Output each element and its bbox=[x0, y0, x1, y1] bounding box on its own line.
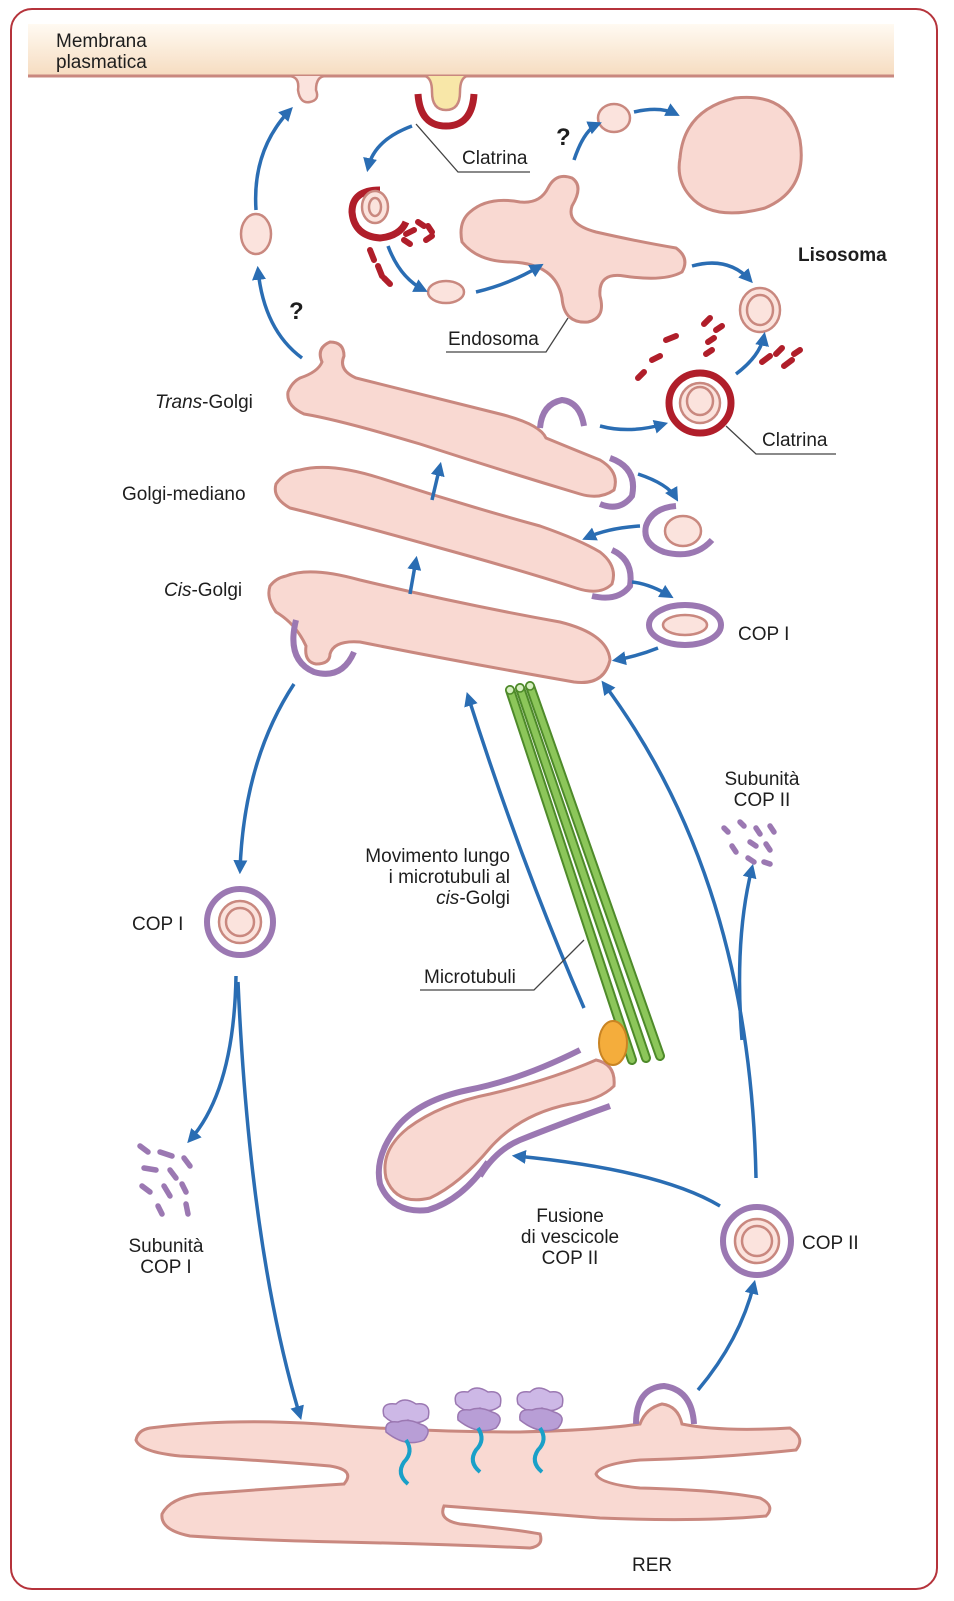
microtubules bbox=[505, 681, 665, 1065]
cop2-vesicle-right bbox=[720, 1204, 794, 1278]
ribosomes bbox=[382, 1387, 564, 1486]
membrane-label-line2: plasmatica bbox=[56, 52, 147, 73]
cop1-subunits bbox=[137, 1143, 193, 1217]
plasma-membrane bbox=[28, 24, 894, 130]
trans-golgi bbox=[286, 340, 636, 510]
membrane-label-line1: Membrana bbox=[56, 31, 147, 52]
clathrin-label-top: Clatrina bbox=[462, 148, 528, 169]
trans-golgi-label: Trans-Golgi bbox=[155, 392, 253, 413]
transport-vesicles bbox=[239, 102, 782, 334]
cop1-vesicle-left bbox=[204, 886, 276, 958]
clathrin-fragments bbox=[367, 219, 803, 381]
cop1-subunits-label-line2: COP I bbox=[140, 1257, 191, 1278]
microtubules-label: Microtubuli bbox=[424, 967, 516, 988]
question-mark-2: ? bbox=[556, 124, 571, 151]
clathrin-label-mid: Clatrina bbox=[762, 430, 828, 451]
rer-label: RER bbox=[632, 1555, 672, 1576]
question-mark-1: ? bbox=[289, 298, 304, 325]
cop2-subunits-label-line2: COP II bbox=[734, 790, 791, 811]
fusion-label-line1: Fusione bbox=[536, 1206, 604, 1227]
ribosome bbox=[454, 1387, 502, 1474]
clathrin-vesicles bbox=[348, 186, 735, 437]
lysosome-label: Lisosoma bbox=[798, 245, 887, 266]
endosome bbox=[459, 174, 687, 324]
leader-lines bbox=[415, 123, 836, 991]
cop2-subunits bbox=[721, 819, 777, 867]
cop1-label-left: COP I bbox=[132, 914, 183, 935]
lysosome bbox=[677, 95, 803, 215]
movement-label-line2: i microtubuli al bbox=[389, 867, 510, 888]
fusion-label-line2: di vescicole bbox=[521, 1227, 619, 1248]
fusion-label-line3: COP II bbox=[542, 1248, 599, 1269]
endosome-label: Endosoma bbox=[448, 329, 539, 350]
cop2-subunits-label-line1: Subunità bbox=[724, 769, 799, 790]
vesicular-tubular-cluster bbox=[375, 1020, 628, 1214]
rough-er bbox=[134, 1382, 802, 1550]
arrows bbox=[187, 103, 769, 1421]
movement-label-line1: Movimento lungo bbox=[365, 846, 510, 867]
cop2-label-right: COP II bbox=[802, 1233, 859, 1254]
ribosome bbox=[382, 1399, 430, 1486]
medial-golgi-label: Golgi-mediano bbox=[122, 484, 246, 505]
movement-label-line3: cis-Golgi bbox=[436, 888, 510, 909]
medial-golgi bbox=[273, 465, 634, 601]
cop1-subunits-label-line1: Subunità bbox=[128, 1236, 203, 1257]
cop1-label-right: COP I bbox=[738, 624, 789, 645]
cop1-vesicles-golgi bbox=[642, 503, 724, 648]
figure-frame bbox=[10, 8, 938, 1590]
ribosome bbox=[516, 1387, 564, 1474]
cis-golgi-label: Cis-Golgi bbox=[164, 580, 242, 601]
cis-golgi bbox=[267, 570, 612, 685]
